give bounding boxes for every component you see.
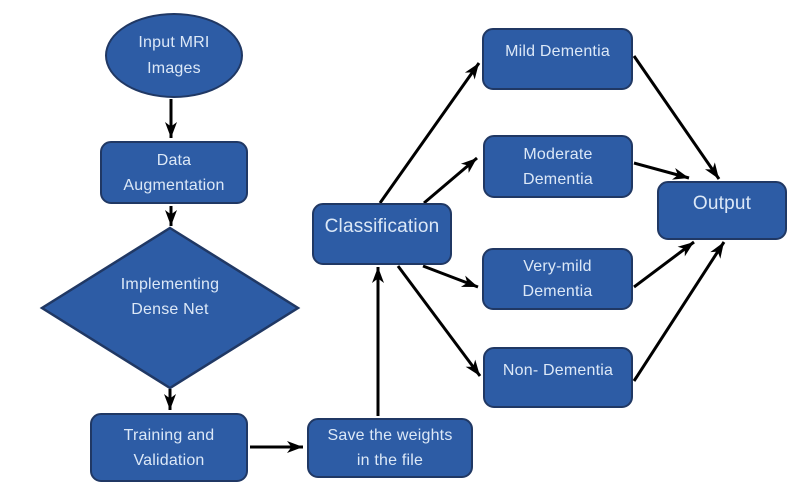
arrow-verymild-to-output [633,240,695,289]
node-implementing-dense-net: Implementing Dense Net [42,228,298,388]
node-input-mri-images-label: Input MRI Images [138,33,210,77]
node-input-mri-images: Input MRI Images [105,13,243,98]
node-very-mild-dementia-label: Very-mild Dementia [522,258,593,300]
arrow-mild-to-output [632,55,721,180]
node-output-label: Output [692,192,752,214]
node-save-the-weights-label: Save the weights in the file [327,427,453,469]
arrow-classification-to-moderate [423,156,478,205]
arrow-classification-to-mild [378,62,481,204]
node-data-augmentation-label: Data Augmentation [123,151,225,194]
node-mild-dementia: Mild Dementia [482,28,633,90]
arrow-classification-to-verymild [422,264,479,289]
node-mild-dementia-label: Mild Dementia [505,43,610,60]
arrow-moderate-to-output [633,161,690,180]
node-non-dementia-label: Non- Dementia [502,361,614,379]
node-training-and-validation: Training and Validation [90,413,248,482]
node-output: Output [657,181,787,240]
node-implementing-dense-net-label: Implementing Dense Net [120,276,220,318]
node-save-the-weights: Save the weights in the file [307,418,473,478]
node-training-and-validation-label: Training and Validation [123,426,215,469]
arrow-nondementia-to-output [632,241,726,382]
dense-net-diamond-shape [39,226,301,390]
node-moderate-dementia: Moderate Dementia [483,135,633,198]
node-very-mild-dementia: Very-mild Dementia [482,248,633,310]
node-moderate-dementia-label: Moderate Dementia [522,145,594,188]
arrow-classification-to-nondementia [396,265,482,377]
node-classification: Classification [312,203,452,265]
node-classification-label: Classification [324,216,440,237]
node-non-dementia: Non- Dementia [483,347,633,408]
node-data-augmentation: Data Augmentation [100,141,248,204]
